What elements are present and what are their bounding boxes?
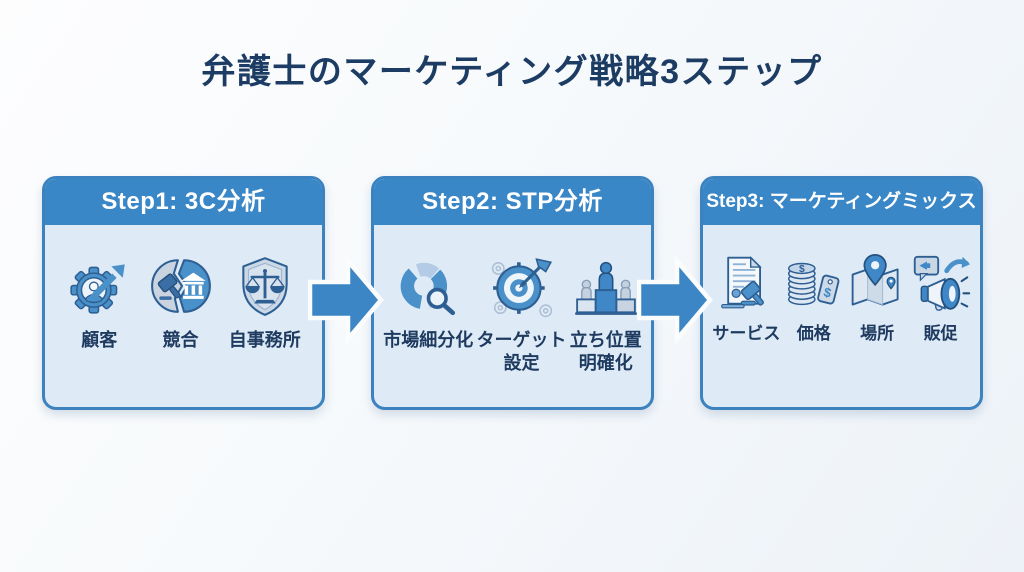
item-label: 競合 [162,330,199,350]
step3-card: Step3: マーケティングミックス [700,176,983,410]
step2-card: Step2: STP分析 市場細分化 [371,176,654,410]
item-targeting: ターゲット 設定 [477,253,567,376]
place-map-pin-icon [851,254,899,306]
customer-gear-growth-icon [70,264,126,314]
item-competitor: 競合 [148,253,214,352]
competition-split-circle-icon [150,259,211,313]
step1-header: Step1: 3C分析 [45,179,322,225]
item-label: ターゲット 設定 [476,330,567,374]
page-title: 弁護士のマーケティング戦略3ステップ [201,53,823,91]
item-label: 場所 [860,324,895,343]
flow-arrow-icon [637,256,713,344]
step3-body: サービス $ [703,225,980,345]
item-label: 顧客 [81,330,118,350]
svg-text:$: $ [822,284,833,300]
step2-body: 市場細分化 [374,225,651,376]
step1-body: 顧客 [45,225,322,352]
item-place: 場所 [847,253,907,345]
promotion-megaphone-icon [913,255,970,311]
step1-card: Step1: 3C分析 顧客 [42,176,325,410]
target-dart-icon [491,258,552,318]
svg-text:$: $ [799,264,805,275]
item-service: サービス [712,253,780,345]
item-label: 立ち位置 明確化 [569,330,642,374]
item-label: サービス [712,324,781,343]
item-label: 販促 [923,324,958,343]
item-price: $ $ 価格 [784,253,844,345]
step3-header: Step3: マーケティングミックス [703,179,980,225]
flow-arrow-icon [308,256,384,344]
item-customer: 顧客 [66,253,132,352]
market-segmentation-donut-icon [400,262,456,316]
item-positioning: 立ち位置 明確化 [570,253,642,376]
item-label: 価格 [796,324,831,343]
service-document-gavel-icon [721,255,765,309]
item-label: 自事務所 [228,330,301,350]
step2-header: Step2: STP分析 [374,179,651,225]
item-label: 市場細分化 [383,330,474,350]
item-promotion: 販促 [911,253,971,345]
item-own-office: 自事務所 [229,253,301,352]
positioning-podium-icon [574,261,637,315]
price-coins-tag-icon: $ $ [787,262,840,306]
own-office-shield-scales-icon [242,257,288,316]
item-segmentation: 市場細分化 [383,253,473,352]
